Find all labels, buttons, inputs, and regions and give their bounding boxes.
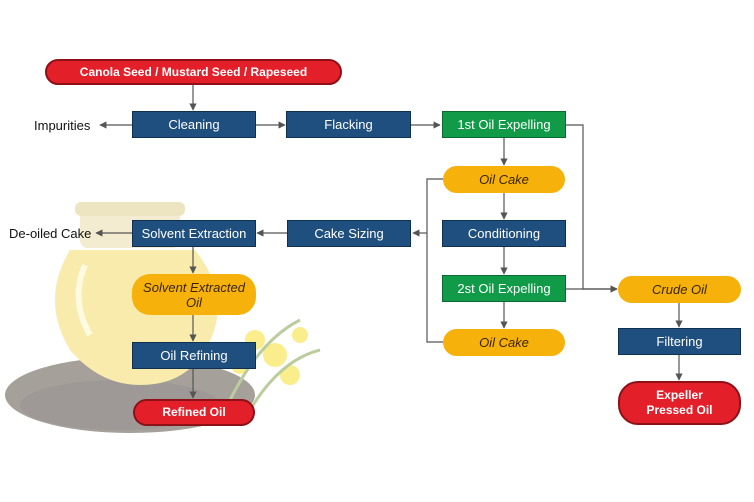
line-oilcake1-to-sizing [426, 178, 443, 233]
line-oilcake2-to-sizing [426, 233, 443, 343]
node-canola-seed: Canola Seed / Mustard Seed / Rapeseed [45, 59, 342, 85]
node-oil-cake-1: Oil Cake [443, 166, 565, 193]
node-filtering: Filtering [618, 328, 741, 355]
node-flacking: Flacking [286, 111, 411, 138]
node-crude-oil: Crude Oil [618, 276, 741, 303]
node-first-oil-expelling: 1st Oil Expelling [442, 111, 566, 138]
node-oil-cake-2: Oil Cake [443, 329, 565, 356]
node-conditioning: Conditioning [442, 220, 566, 247]
node-expeller-pressed-oil: Expeller Pressed Oil [618, 381, 741, 425]
node-impurities: Impurities [34, 117, 91, 133]
node-refined-oil: Refined Oil [133, 399, 255, 426]
node-solvent-extraction: Solvent Extraction [132, 220, 256, 247]
node-cake-sizing: Cake Sizing [287, 220, 411, 247]
node-cleaning: Cleaning [132, 111, 256, 138]
arrow-expelling1-to-crudeoil [566, 124, 618, 293]
node-deoiled-cake: De-oiled Cake [9, 225, 92, 241]
node-solvent-extracted-oil: Solvent Extracted Oil [132, 274, 256, 315]
node-oil-refining: Oil Refining [132, 342, 256, 369]
node-second-oil-expelling: 2st Oil Expelling [442, 275, 566, 302]
